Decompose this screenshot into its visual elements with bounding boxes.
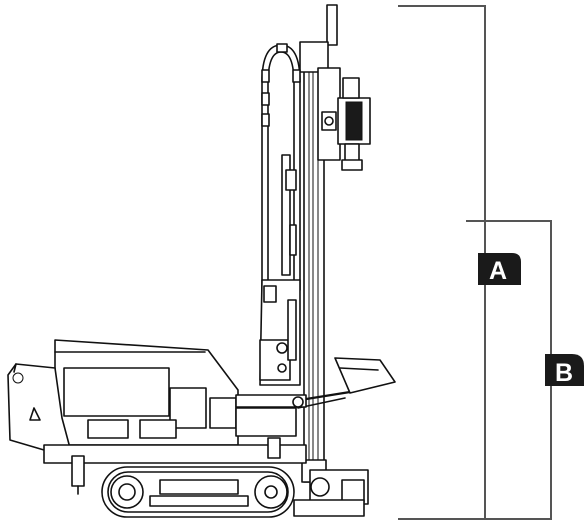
label-b-badge: B <box>545 354 584 387</box>
label-a-badge: A <box>478 253 521 285</box>
rear-hood <box>7 363 71 451</box>
engine-housing <box>54 339 239 446</box>
label-b-text: B <box>555 359 573 387</box>
boom-arm <box>235 394 307 437</box>
crawler-track <box>101 466 295 518</box>
mast-cylinder <box>281 154 297 276</box>
undercarriage <box>43 437 307 495</box>
mast <box>299 4 338 483</box>
front-foot <box>293 469 369 517</box>
mast-support <box>259 279 301 386</box>
hose-carrier <box>261 43 301 291</box>
label-a-text: A <box>489 257 507 285</box>
dimension-a <box>398 5 486 520</box>
rotary-head <box>317 67 371 171</box>
